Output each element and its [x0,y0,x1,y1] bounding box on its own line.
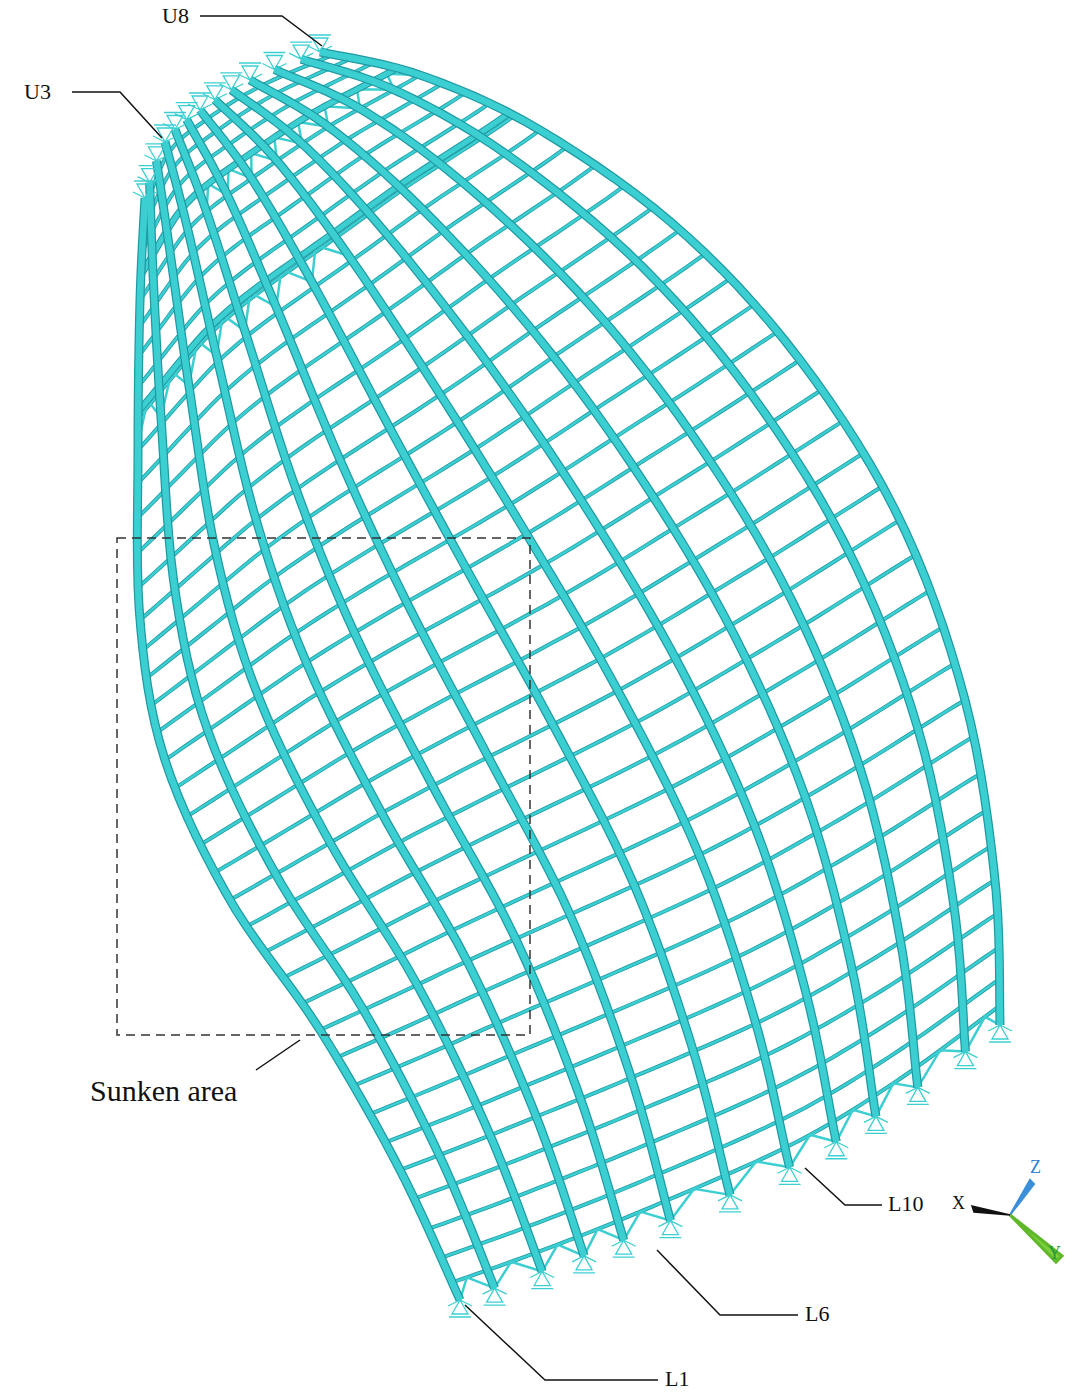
leader-line [657,1250,798,1315]
leader-lines [72,16,882,1380]
axis-label: X [952,1194,965,1214]
rib-member [150,183,495,1289]
support-symbol [175,103,199,120]
support-symbol [988,1025,1012,1042]
bracing-member [670,1189,730,1221]
transverse-member [142,62,374,250]
support-symbol [188,93,212,110]
ring-beam [141,68,397,275]
support-symbol [778,1167,802,1184]
support-symbol [138,166,162,183]
support-symbol [906,1087,930,1104]
support-symbol [144,144,168,161]
support-symbol [530,1272,554,1289]
leader-line [465,1305,658,1380]
leader-line [200,16,322,46]
axis-label: Z [1030,1158,1041,1178]
support-symbol [864,1116,888,1133]
region-label: Sunken area [90,1074,237,1107]
support-symbol [289,42,313,59]
bracing-member [730,1161,790,1194]
leader-line [72,92,162,138]
rib-member [301,59,965,1051]
rib-member [175,129,624,1240]
node-label: U3 [24,80,51,104]
leader-line [256,1040,300,1070]
support-symbol [658,1221,682,1238]
axis-label: Y [1048,1244,1061,1264]
bracing-member [624,1212,671,1241]
node-label: U8 [162,4,189,28]
leader-line [805,1168,882,1205]
support-symbol [133,181,157,198]
support-symbol [483,1288,507,1305]
x-axis [972,1206,1010,1215]
bracing-member [876,1083,918,1116]
node-label: L6 [805,1302,829,1326]
support-symbol [612,1240,636,1257]
support-symbol [572,1256,596,1273]
transverse-member [141,68,397,275]
ring-beam [141,68,397,275]
support-symbol [238,63,262,80]
rib-member [150,183,495,1289]
support-symbol [262,52,286,69]
z-axis [1010,1180,1034,1215]
node-label: L1 [665,1367,689,1391]
node-label: L10 [888,1192,923,1216]
support-symbol [824,1142,848,1159]
bracing-member [790,1135,837,1167]
rib-member [215,100,790,1168]
grid-shell [133,35,1012,1317]
sunken-area-box [117,538,530,1035]
transverse-member [140,75,420,300]
support-symbol [953,1052,977,1069]
support-symbol [718,1195,742,1212]
transverse-member [142,62,374,250]
rib-member [250,80,876,1116]
rib-member [301,59,965,1051]
